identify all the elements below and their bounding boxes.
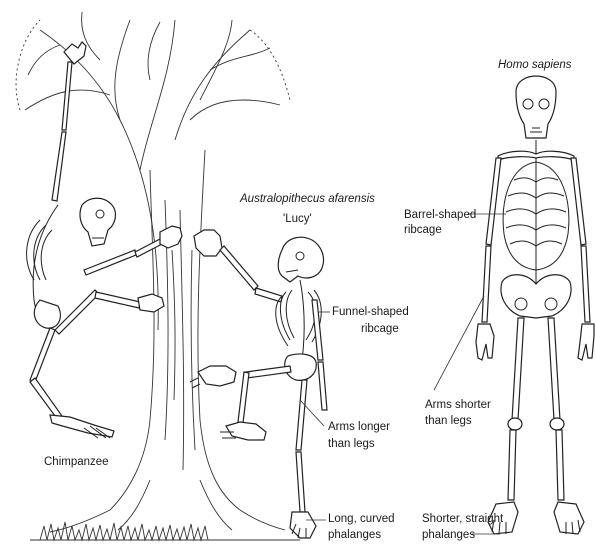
funnel-ribcage-label-line1: Funnel-shaped [332, 305, 409, 319]
funnel-ribcage-label-line2: ribcage [361, 322, 399, 336]
short-phalanges-label-line2: phalanges [422, 528, 475, 542]
homo-sapiens-skeleton [476, 76, 594, 534]
arms-longer-label-line2: than legs [328, 437, 375, 451]
long-phalanges-label-line2: phalanges [328, 528, 381, 542]
short-phalanges-label-line1: Shorter, straight [422, 512, 503, 526]
arms-shorter-label-line2: than legs [425, 414, 472, 428]
leader-lines [300, 214, 506, 534]
barrel-ribcage-label-line1: Barrel-shaped [404, 208, 476, 222]
arms-shorter-label-line1: Arms shorter [425, 398, 491, 412]
lucy-nickname-label: 'Lucy' [283, 212, 312, 226]
barrel-ribcage-label-line2: ribcage [404, 223, 442, 237]
arms-longer-label-line1: Arms longer [328, 420, 390, 434]
long-phalanges-label-line1: Long, curved [328, 512, 395, 526]
lucy-skeleton [190, 230, 327, 538]
homo-sapiens-label: Homo sapiens [498, 58, 572, 72]
chimpanzee-label: Chimpanzee [44, 455, 109, 469]
australopithecus-species-label: Australopithecus afarensis [240, 192, 375, 206]
